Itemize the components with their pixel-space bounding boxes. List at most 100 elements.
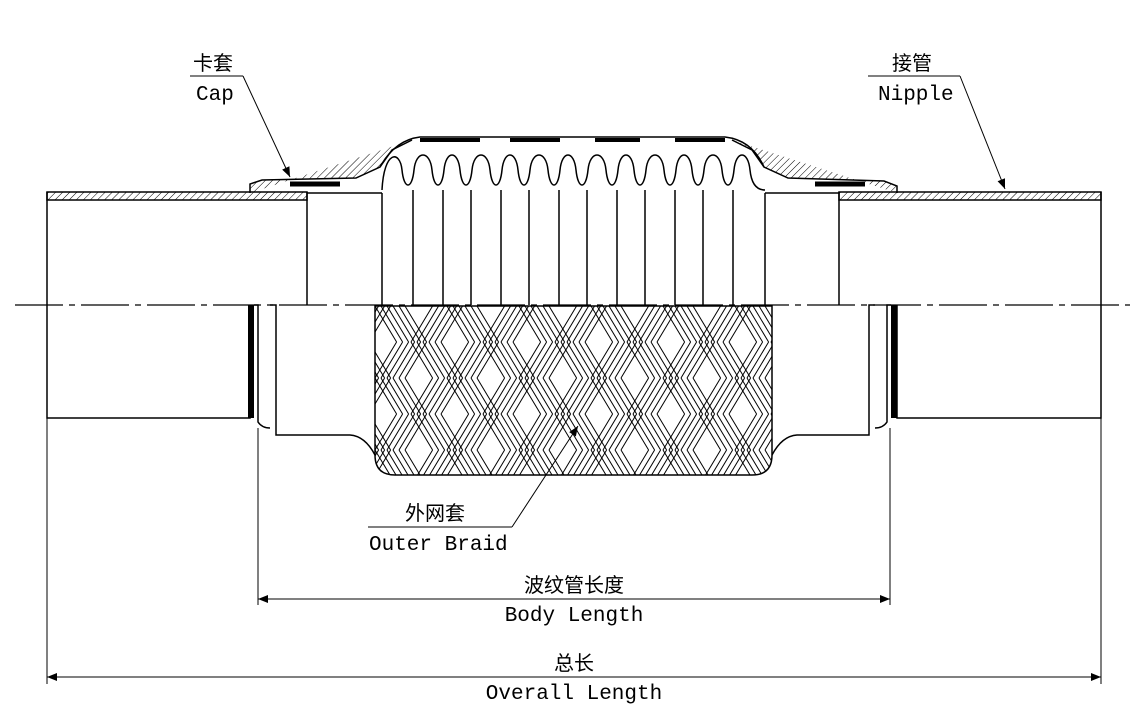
braid-strand — [638, 449, 662, 475]
braid-strand — [524, 449, 548, 475]
braid-strand — [609, 486, 631, 522]
braid-strand — [686, 377, 710, 415]
braid-strand — [590, 306, 614, 343]
braid-strand — [464, 377, 488, 415]
braid-strand — [837, 450, 859, 486]
braid-strand — [837, 270, 859, 306]
braid-strand — [650, 413, 674, 451]
braid-strand — [674, 413, 698, 451]
braid-strand — [375, 306, 380, 307]
braid-strand — [345, 414, 367, 450]
braid-strand — [537, 486, 559, 522]
braid-strand — [656, 341, 680, 379]
braid-strand — [458, 413, 482, 451]
braid-strand — [752, 306, 772, 307]
braid-strand — [674, 449, 698, 475]
braid-strand — [422, 341, 446, 379]
braid-strand — [440, 341, 464, 379]
braid-strand — [807, 342, 829, 378]
braid-strand — [375, 449, 398, 475]
braid-strand — [740, 449, 764, 475]
braid-strand — [494, 413, 518, 451]
braid-strand — [795, 414, 817, 450]
braid-strand — [572, 341, 596, 379]
braid-strand — [410, 449, 434, 475]
cap-leader — [242, 75, 291, 178]
braid-strand — [795, 342, 817, 378]
braid-strand — [704, 306, 728, 343]
braid-strand — [494, 449, 518, 475]
braid-strand — [795, 450, 817, 486]
braid-strand — [722, 306, 746, 307]
braid-strand — [428, 413, 452, 451]
braid-strand — [482, 413, 506, 451]
braid-strand — [734, 413, 758, 451]
braid-strand — [446, 449, 470, 475]
braid-strand — [345, 342, 367, 378]
braid-strand — [524, 377, 548, 415]
braid-strand — [500, 449, 524, 475]
braid-strand — [680, 449, 704, 475]
braid-strand — [740, 341, 764, 379]
braid-strand — [692, 341, 716, 379]
braid-strand — [668, 449, 692, 475]
braid-strand — [602, 449, 626, 475]
braid-strand — [380, 449, 404, 475]
braid-strand — [476, 377, 500, 415]
braid-strand — [560, 413, 584, 451]
braid-strand — [686, 306, 710, 307]
braid-strand — [548, 341, 572, 379]
braid-strand — [542, 449, 566, 475]
braid-strand — [339, 486, 361, 522]
braid-strand — [614, 306, 638, 307]
braid-strand — [608, 306, 632, 307]
braid-strand — [764, 413, 772, 451]
braid-strand — [434, 306, 458, 343]
leaders — [190, 75, 1006, 528]
braid-strand — [398, 413, 422, 451]
dimensions — [46, 418, 1102, 684]
right-nipple-exterior — [896, 305, 1102, 419]
braid-strand — [530, 377, 554, 415]
braid-strand — [351, 342, 373, 378]
braid-strand — [542, 341, 566, 379]
braid-strand — [638, 306, 662, 343]
braid-strand — [542, 306, 566, 343]
braid-strand — [561, 486, 583, 522]
braid-strand — [632, 341, 656, 379]
braid-strand — [524, 413, 548, 451]
braid-strand — [386, 341, 410, 379]
braid-strand — [746, 377, 770, 415]
braid-strand — [428, 377, 452, 415]
braid-strand — [710, 341, 734, 379]
braid-strand — [512, 306, 536, 307]
braid-strand — [770, 341, 772, 379]
nipple-leader — [959, 75, 1006, 190]
braid-strand — [801, 414, 823, 450]
braid-strand — [722, 377, 746, 415]
braid-strand — [506, 306, 530, 343]
braid-strand — [602, 413, 626, 451]
braid-strand — [471, 486, 493, 522]
braid-strand — [783, 342, 805, 378]
braid-strand — [428, 341, 452, 379]
braid-strand — [698, 306, 722, 307]
braid-strand — [452, 413, 476, 451]
braid-strand — [392, 306, 416, 307]
braid-strand — [579, 486, 601, 522]
braid-strand — [632, 413, 656, 451]
braid-strand — [560, 306, 584, 343]
braid-strand — [674, 306, 698, 343]
braid-strand — [650, 306, 674, 307]
braid-strand — [722, 413, 746, 451]
braid-strand — [753, 486, 775, 522]
braid-strand — [351, 486, 373, 522]
braid-strand — [698, 341, 722, 379]
braid-strand — [656, 413, 680, 451]
braid-strand — [584, 377, 608, 415]
braid-strand — [404, 306, 428, 343]
braid-strand — [608, 377, 632, 415]
braid-strand — [789, 306, 811, 342]
braid-strand — [548, 449, 572, 475]
braid-strand — [386, 306, 410, 307]
